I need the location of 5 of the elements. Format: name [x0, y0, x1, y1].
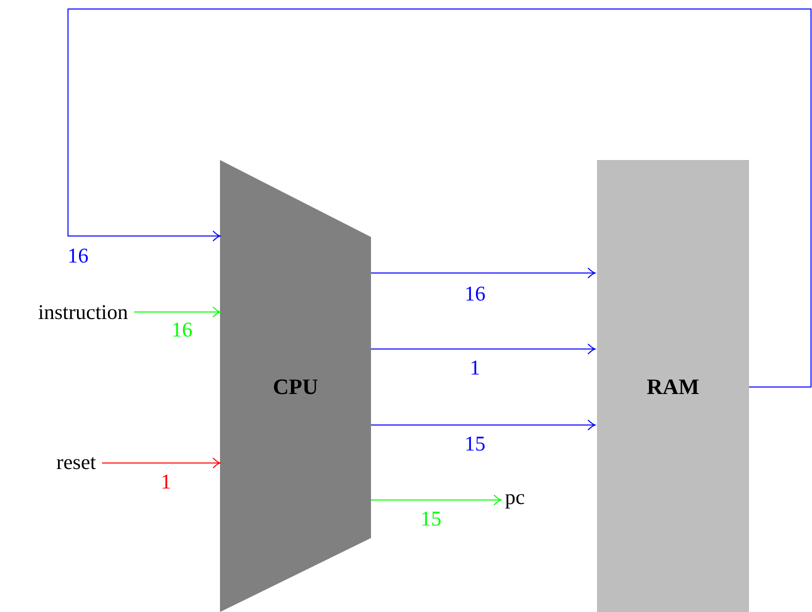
signal-label: instruction	[4, 299, 128, 327]
cpu-trapezoid: CPU	[220, 160, 371, 612]
signal-label: reset	[36, 449, 96, 477]
signal-label: pc	[505, 484, 539, 512]
ram-block: RAM	[597, 160, 749, 612]
